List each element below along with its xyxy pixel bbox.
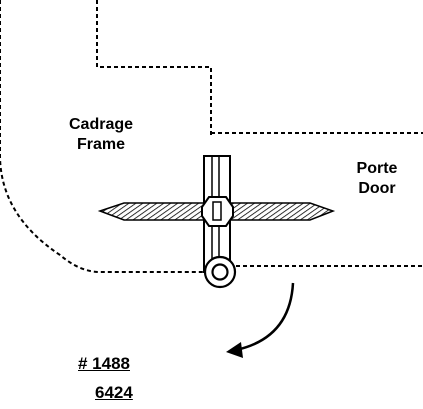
door-label-fr: Porte xyxy=(356,160,398,177)
door-label-en: Door xyxy=(358,180,396,197)
curved-arrow-icon xyxy=(226,282,295,358)
part-number-primary: # 1488 xyxy=(78,354,130,373)
hinge-icon xyxy=(201,155,237,289)
frame-label-fr: Cadrage xyxy=(68,116,134,133)
frame-outline-left xyxy=(0,0,205,273)
part-number-secondary: 6424 xyxy=(95,383,133,402)
door-label: Porte Door xyxy=(342,159,412,199)
frame-label-en: Frame xyxy=(76,136,126,153)
frame-label: Cadrage Frame xyxy=(58,115,144,155)
